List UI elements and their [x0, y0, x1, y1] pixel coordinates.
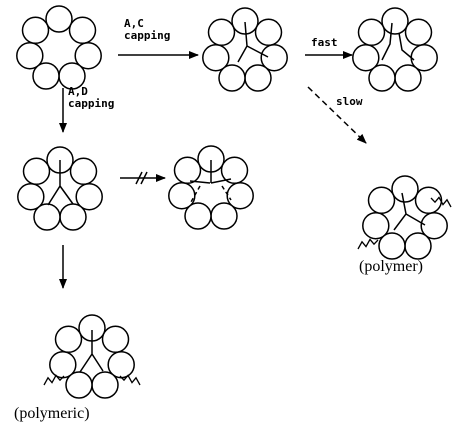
glucose-unit — [21, 16, 50, 45]
label-polymeric: (polymeric) — [14, 405, 90, 422]
glucose-unit — [357, 18, 386, 47]
glucose-unit — [69, 157, 98, 186]
capping-bond — [381, 22, 415, 61]
glucose-unit — [244, 64, 272, 92]
label-fast: fast — [311, 36, 338, 49]
glucose-unit — [173, 156, 202, 185]
glucose-unit — [22, 157, 51, 186]
glucose-unit — [218, 64, 246, 92]
label-ac-line-1: A,C — [124, 17, 144, 30]
glucose-unit — [231, 7, 259, 35]
blocked-mark-icon — [135, 171, 148, 185]
label-ac-capping: A,C capping — [124, 18, 170, 41]
capping-bond — [47, 160, 74, 206]
glucose-unit — [184, 202, 212, 230]
glucose-unit — [362, 211, 390, 240]
capping-bond — [79, 330, 104, 373]
label-polymer: (polymer) — [359, 258, 423, 275]
cyclodextrin-ac-fast-product — [352, 7, 438, 92]
glucose-unit — [202, 43, 230, 72]
label-ad-capping: A,D capping — [68, 86, 114, 109]
polymer-chain — [43, 374, 65, 386]
polymer-chain — [119, 374, 141, 386]
glucose-unit — [91, 371, 119, 399]
glucose-unit — [32, 62, 60, 90]
capping-bond — [189, 160, 232, 184]
glucose-unit — [210, 202, 238, 230]
glucose-unit — [414, 186, 443, 215]
glucose-unit — [17, 182, 45, 211]
glucose-unit — [378, 232, 406, 260]
cyclodextrin-ac-capped — [202, 7, 288, 92]
glucose-unit — [168, 181, 196, 210]
capping-bond — [393, 192, 426, 231]
cyclodextrin-ad-polymeric — [43, 314, 141, 399]
label-ad-line-1: A,D — [68, 85, 88, 98]
glucose-unit — [367, 186, 396, 215]
arrow-slow — [307, 86, 367, 144]
glucose-unit — [394, 64, 422, 92]
glucose-unit — [65, 371, 93, 399]
glucose-unit — [420, 211, 448, 240]
glucose-unit — [404, 232, 432, 260]
label-ac-line-2: capping — [124, 28, 171, 42]
polymer-chain — [357, 238, 379, 250]
glucose-unit — [207, 18, 236, 47]
glucose-unit — [352, 43, 380, 72]
cyclodextrin-ad-capped — [17, 146, 103, 231]
glucose-unit — [368, 64, 396, 92]
glucose-unit — [381, 7, 409, 35]
glucose-unit — [404, 18, 433, 47]
glucose-unit — [33, 203, 61, 231]
cyclodextrin-ac-polymer — [357, 175, 452, 260]
glucose-unit — [74, 41, 102, 70]
glucose-unit — [45, 5, 73, 33]
glucose-unit — [16, 41, 44, 70]
glucose-unit — [59, 203, 87, 231]
glucose-unit — [68, 16, 97, 45]
capping-bond — [237, 21, 269, 63]
glucose-unit — [54, 325, 83, 354]
cyclodextrin-unmodified — [16, 5, 102, 90]
glucose-unit — [391, 175, 419, 203]
label-slow: slow — [336, 95, 363, 108]
glucose-unit — [226, 181, 254, 210]
label-ad-line-2: capping — [68, 96, 115, 110]
glucose-unit — [75, 182, 103, 211]
glucose-unit — [260, 43, 288, 72]
capping-bond — [190, 185, 232, 203]
glucose-unit — [254, 18, 283, 47]
cyclodextrin-ad-blocked-product — [168, 145, 254, 230]
polymer-chain — [430, 196, 452, 208]
glucose-unit — [101, 325, 130, 354]
glucose-unit — [49, 350, 77, 379]
